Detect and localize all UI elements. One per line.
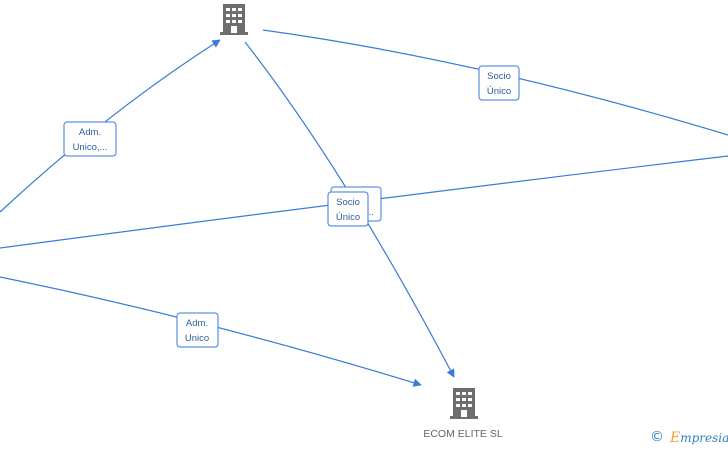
edge-label-adm-unico[interactable]: Adm. Unico,... xyxy=(63,121,117,157)
edge-label-line: ... xyxy=(366,207,374,218)
brand-logo[interactable]: Empresia xyxy=(670,430,728,446)
edge-label-line: Socio xyxy=(336,197,360,208)
edge-label-line: Único xyxy=(487,86,511,97)
copyright-icon: © xyxy=(650,429,664,445)
edge-label-adm-unico[interactable]: Adm. Unico xyxy=(176,312,219,348)
edge-left-to-top xyxy=(0,39,221,213)
building-icon[interactable] xyxy=(450,388,478,419)
edge-label-socio-unico[interactable]: Socio Único xyxy=(327,191,369,227)
building-icon[interactable] xyxy=(220,4,248,35)
node-label-main[interactable]: ECOM ELITE SL xyxy=(423,428,503,440)
edge-label-line: Unico xyxy=(185,333,209,344)
edge-label-socio-unico[interactable]: Socio Único xyxy=(478,65,520,101)
edge-label-line: Socio xyxy=(487,71,511,82)
brand-logo-initial: E xyxy=(670,430,681,446)
edge-label-line: Único xyxy=(336,212,360,223)
edge-label-line: Adm. xyxy=(186,318,208,329)
edge-label-line: Unico,... xyxy=(73,142,108,153)
brand-logo-text: mpresia xyxy=(680,431,728,445)
edge-label-line: Adm. xyxy=(79,127,101,138)
